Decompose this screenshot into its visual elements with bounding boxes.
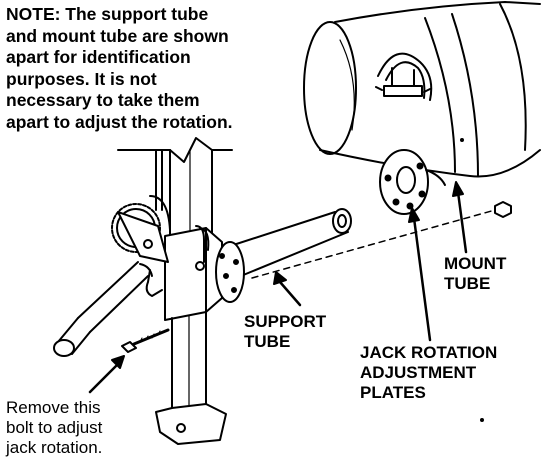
- support-tube-label: SUPPORT TUBE: [244, 312, 326, 352]
- speck: [460, 138, 464, 142]
- label-line: TUBE: [444, 274, 491, 293]
- support-tube-drawing: [223, 208, 352, 279]
- alignment-dashed-line: [251, 209, 496, 279]
- label-line: TUBE: [244, 332, 291, 351]
- label-line: jack rotation.: [6, 438, 103, 457]
- leader-arrows: [88, 181, 468, 394]
- label-line: JACK ROTATION: [360, 343, 498, 362]
- winch-gear-drawing: [111, 195, 171, 297]
- bolt-drawing: [121, 328, 170, 353]
- note-line: apart for identification: [6, 47, 191, 67]
- label-line: MOUNT: [444, 254, 507, 273]
- jack-rotation-plates-label: JACK ROTATION ADJUSTMENT PLATES: [360, 343, 497, 403]
- note-line: apart to adjust the rotation.: [6, 111, 233, 132]
- mount-rotation-plate-drawing: [379, 149, 446, 215]
- note-line: purposes. It is not: [6, 68, 157, 89]
- note-line: necessary to take them: [6, 90, 200, 110]
- label-line: Remove this: [6, 398, 101, 417]
- mount-tube-drawing: [303, 1, 541, 178]
- note-line: and mount tube are shown: [6, 25, 229, 46]
- mount-tube-label: MOUNT TUBE: [444, 254, 506, 294]
- label-line: PLATES: [360, 383, 426, 402]
- note-text: NOTE: The support tube and mount tube ar…: [6, 4, 233, 133]
- speck: [480, 418, 484, 422]
- u-clamp-drawing: [375, 52, 433, 101]
- jack-post-drawing: [117, 137, 233, 445]
- support-rotation-plate-drawing: [215, 241, 245, 303]
- remove-bolt-label: Remove this bolt to adjust jack rotation…: [6, 398, 102, 458]
- nut-drawing: [494, 201, 512, 218]
- label-line: SUPPORT: [244, 312, 327, 331]
- label-line: ADJUSTMENT: [360, 363, 477, 382]
- note-line: NOTE: The support tube: [6, 4, 209, 24]
- label-line: bolt to adjust: [6, 418, 103, 437]
- crank-handle-drawing: [53, 261, 153, 357]
